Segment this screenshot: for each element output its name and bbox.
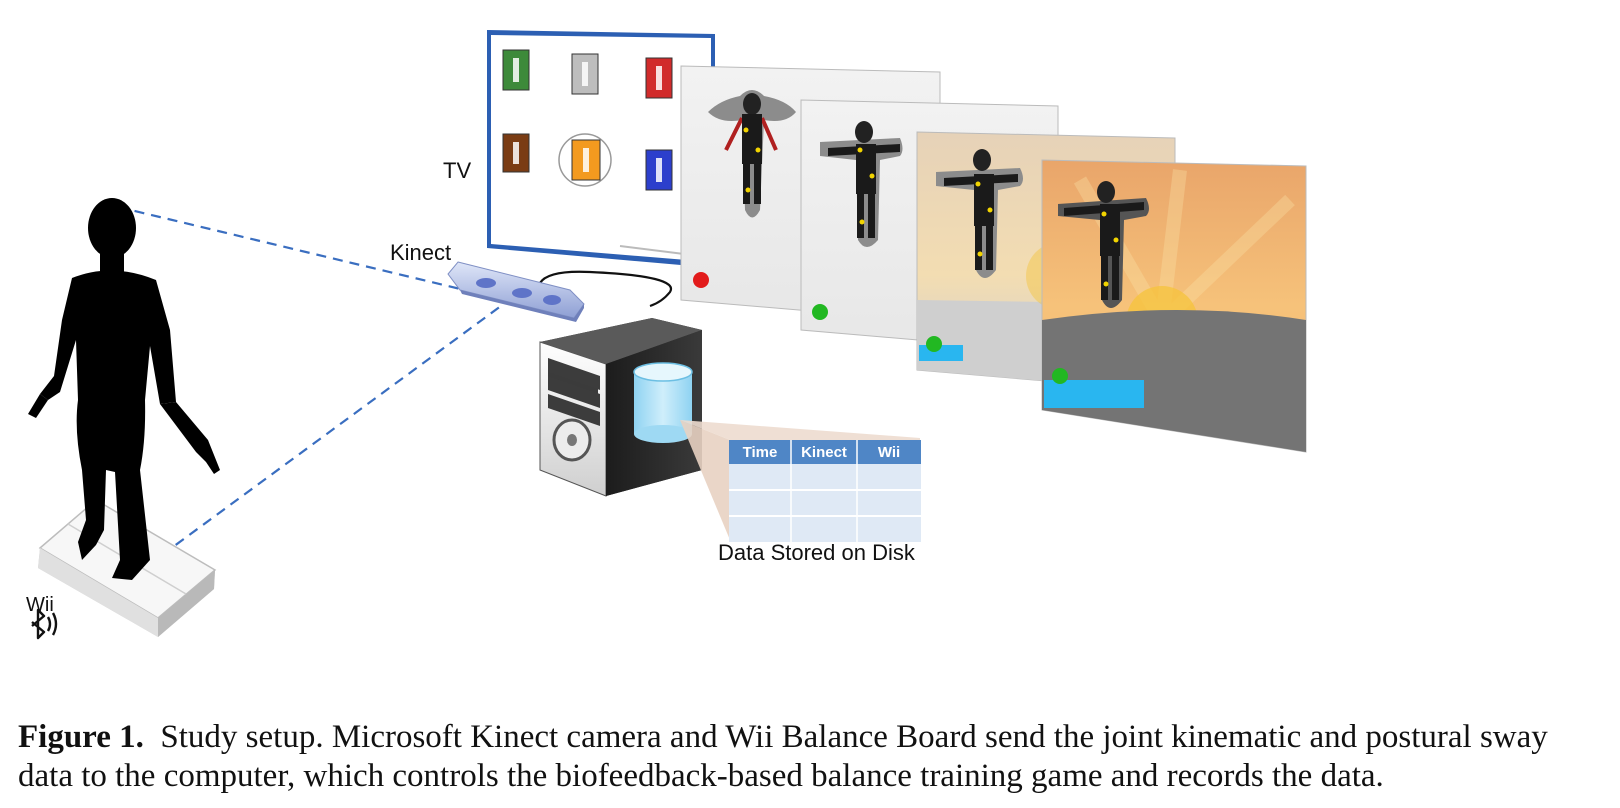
table-header-wii: Wii: [878, 444, 900, 461]
table-header-time: Time: [743, 444, 778, 461]
game-screen-4: [1041, 159, 1307, 453]
tv-screen-menu: [487, 30, 715, 268]
figure-caption: Figure 1. Study setup. Microsoft Kinect …: [18, 718, 1608, 796]
table-header-kinect: Kinect: [801, 444, 847, 461]
disk-zoom-wedge: [680, 420, 730, 540]
joint-markers: [743, 127, 1119, 287]
computer-tower: [539, 318, 702, 497]
table-header-row: [729, 440, 921, 464]
label-tv: TV: [443, 158, 472, 183]
kinect-sensor: [447, 261, 585, 322]
label-kinect: Kinect: [390, 240, 452, 265]
study-setup-diagram: Time Kinect Wii: [28, 30, 1307, 640]
kinect-cable: [539, 270, 673, 308]
caption-text: Study setup. Microsoft Kinect camera and…: [18, 719, 1548, 794]
bluetooth-icon: [31, 608, 58, 640]
data-table: Time Kinect Wii: [729, 440, 921, 542]
person-silhouette: [28, 198, 220, 580]
label-data-stored: Data Stored on Disk: [718, 540, 915, 565]
label-wii: Wii: [26, 594, 54, 616]
figure-number: Figure 1.: [18, 719, 144, 755]
sensor-dashed-lines: [117, 205, 506, 556]
